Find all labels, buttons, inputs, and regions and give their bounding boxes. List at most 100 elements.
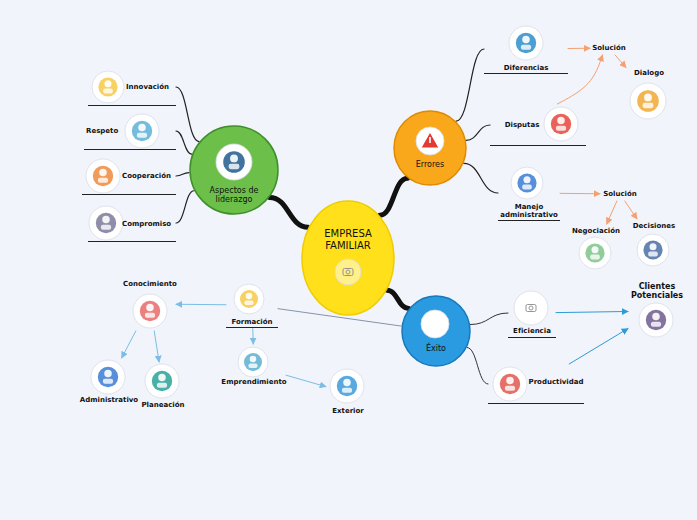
connector [615,55,626,68]
leaf-label: Diferencias [484,64,568,72]
node-icon [234,284,264,314]
leaf-label: Formación [222,318,282,326]
node-icon [421,310,449,338]
leaf-node: Planeación [140,362,186,412]
circle-fill [190,126,278,214]
leaf-label: Disputas [500,121,544,129]
node-icon [89,206,123,240]
connector [176,173,189,176]
leaf-label: Compromiso [122,220,176,228]
connector [557,55,602,104]
connector [470,313,508,325]
leaf-label: Administrativo [74,396,144,404]
leaf-node: Eficiencia [508,288,556,338]
connector [176,304,226,305]
leaf-label: Innovación [126,83,176,91]
leaf-node: Dialogo [626,66,672,122]
topic-circle: EMPRESA FAMILIAR [301,200,395,316]
leaf-node: Emprendimiento [222,344,286,388]
leaf-label: Decisiones [626,222,682,230]
connector [154,331,159,362]
connector [466,125,490,140]
leaf-label: Solución [596,190,644,198]
topic-label: Éxito [401,344,471,353]
connector [176,131,192,154]
node-icon [238,347,268,377]
topic-label: EMPRESA FAMILIAR [301,228,395,251]
leaf-node: Disputas [490,104,586,146]
leaf-label: Clientes Potenciales [622,282,692,300]
connector [569,328,628,364]
node-icon [509,26,543,60]
leaf-node: Innovación [88,68,176,106]
leaf-label: Eficiencia [500,327,564,335]
node-icon [125,114,159,148]
leaf-label: Cooperación [122,172,176,180]
topic-label: Errores [393,160,467,169]
node-icon [630,83,666,119]
connector [387,290,409,308]
leaf-node: Solución [590,41,628,55]
leaf-label: Dialogo [622,69,676,77]
connector [467,347,488,384]
circle-fill [394,111,466,185]
leaf-node: Conocimiento [124,277,176,331]
leaf-label: Negociación [564,227,628,235]
circle-fill [302,201,394,315]
circle-fill [402,296,470,366]
node-icon [639,303,673,337]
connector [556,311,628,312]
node-icon [330,369,364,403]
node-icon [416,127,444,155]
node-icon [86,159,120,193]
leaf-node: Negociación [570,224,622,272]
node-icon [493,367,527,401]
connector [464,163,498,193]
topic-circle: Aspectos de liderazgo [189,125,279,215]
connector [380,178,408,215]
leaf-label: Solución [586,44,632,52]
node-icon [637,234,669,266]
connector [122,331,136,358]
leaf-node: Diferencias [484,24,568,74]
circle-shape [401,295,471,367]
connector [607,201,617,224]
leaf-node: Productividad [488,364,584,404]
leaf-label: Manejo administrativo [498,203,560,219]
node-icon [544,107,578,141]
leaf-node: Solución [600,187,640,201]
connector [252,328,254,344]
topic-circle: Errores [393,110,467,186]
connector [176,191,194,223]
node-icon [511,167,543,199]
circle-shape [301,200,395,316]
connector [456,49,484,121]
topic-circle: Éxito [401,295,471,367]
connector [560,193,600,194]
leaf-label: Planeación [134,401,192,409]
node-icon [133,294,167,328]
leaf-node: Clientes Potenciales [628,281,686,341]
leaf-node: Compromiso [88,204,176,242]
circle-shape [393,110,467,186]
leaf-node: Formación [226,282,278,328]
node-icon [145,364,179,398]
connector [568,48,590,49]
node-icon [514,291,548,325]
connector [286,375,326,386]
leaf-node: Manejo administrativo [498,165,560,221]
leaf-node: Cooperación [82,157,176,195]
node-icon [216,144,252,180]
leaf-label: Productividad [528,378,584,386]
leaf-node: Decisiones [630,219,678,269]
node-icon [335,259,361,285]
leaf-label: Emprendimiento [216,378,292,386]
topic-label: Aspectos de liderazgo [195,186,273,204]
leaf-label: Exterior [318,407,378,415]
leaf-node: Administrativo [82,358,136,406]
node-icon [579,237,611,269]
node-icon [91,360,125,394]
leaf-node: Respeto [84,112,176,150]
